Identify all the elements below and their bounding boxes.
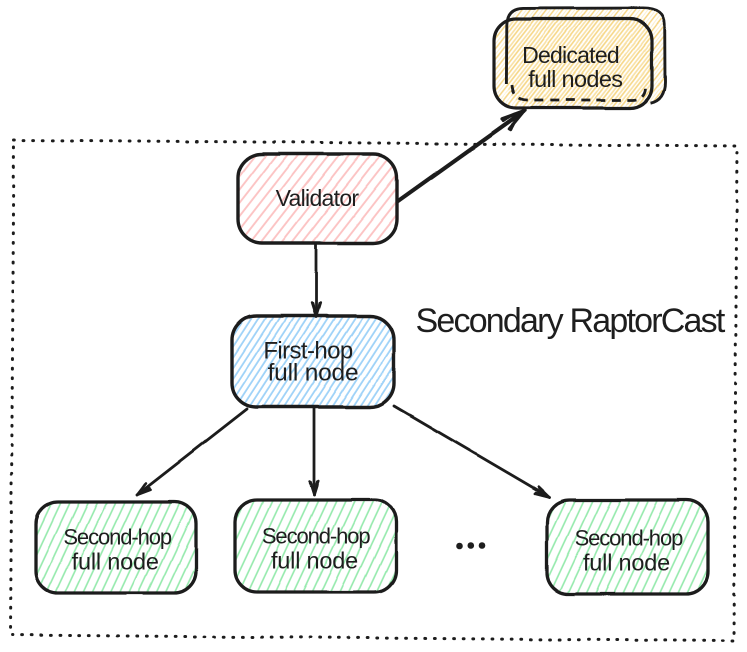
svg-text:full nodes: full nodes (528, 66, 622, 92)
svg-text:Secondary RaptorCast: Secondary RaptorCast (416, 302, 726, 340)
svg-text:full node: full node (271, 548, 358, 574)
svg-text:Validator: Validator (276, 185, 360, 211)
svg-text:full node: full node (72, 548, 159, 574)
svg-text:Second-hop: Second-hop (63, 524, 172, 549)
svg-text:Dedicated: Dedicated (522, 42, 619, 68)
svg-text:First-hop: First-hop (263, 338, 353, 365)
svg-text:full node: full node (268, 360, 359, 387)
svg-text:full node: full node (583, 550, 670, 576)
svg-text:Second-hop: Second-hop (262, 524, 371, 549)
svg-text:Second-hop: Second-hop (575, 526, 684, 551)
